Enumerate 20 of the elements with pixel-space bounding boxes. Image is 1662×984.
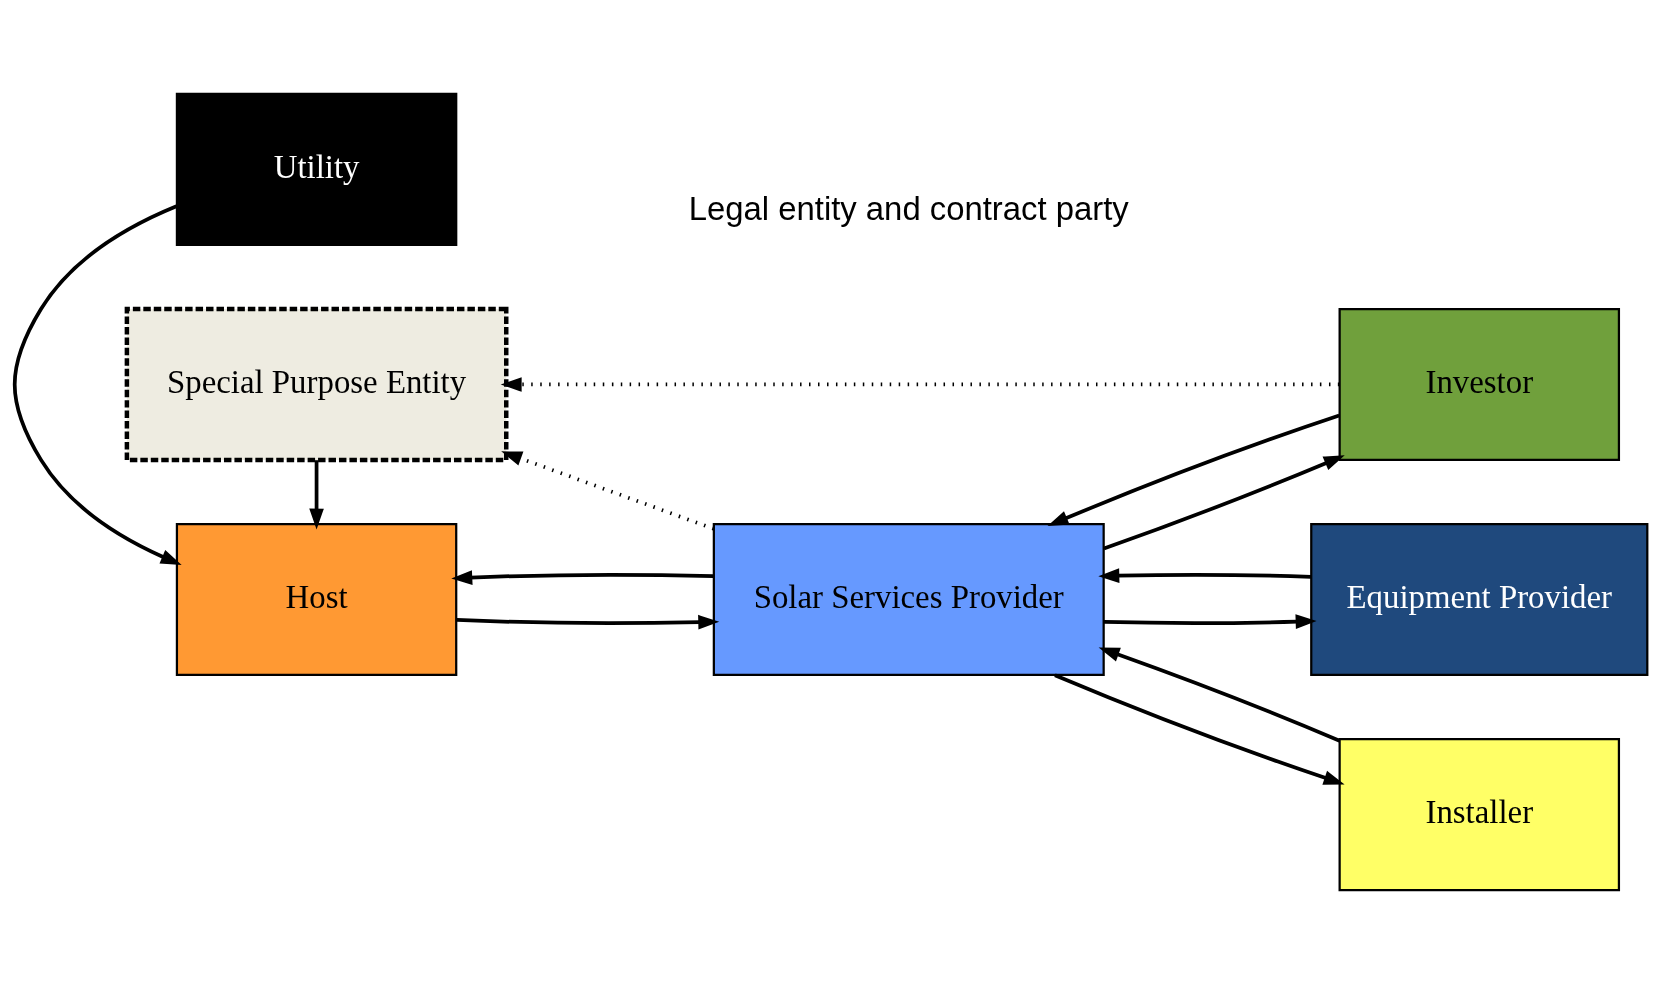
arrow: [309, 460, 324, 530]
arrow: [1103, 614, 1317, 629]
node-box: Host: [175, 523, 458, 677]
node-box: Investor: [1338, 307, 1621, 461]
arrow: [12, 204, 182, 565]
arrow: [456, 614, 720, 630]
arrow: [1098, 568, 1312, 583]
arrow: [1098, 647, 1341, 743]
arrow: [501, 451, 715, 531]
node-box: Special Purpose Entity: [124, 306, 509, 463]
arrow: [500, 377, 1340, 392]
node-box: Solar Services Provider: [712, 523, 1105, 677]
arrow: [1103, 455, 1345, 551]
arrow: [451, 570, 714, 585]
label: Legal entity and contract party: [688, 189, 1129, 227]
arrow: [1047, 413, 1340, 527]
arrow: [1054, 673, 1345, 785]
node-box: Installer: [1338, 738, 1621, 892]
node-box: Equipment Provider: [1310, 523, 1649, 677]
node-box: Utility: [175, 92, 458, 246]
